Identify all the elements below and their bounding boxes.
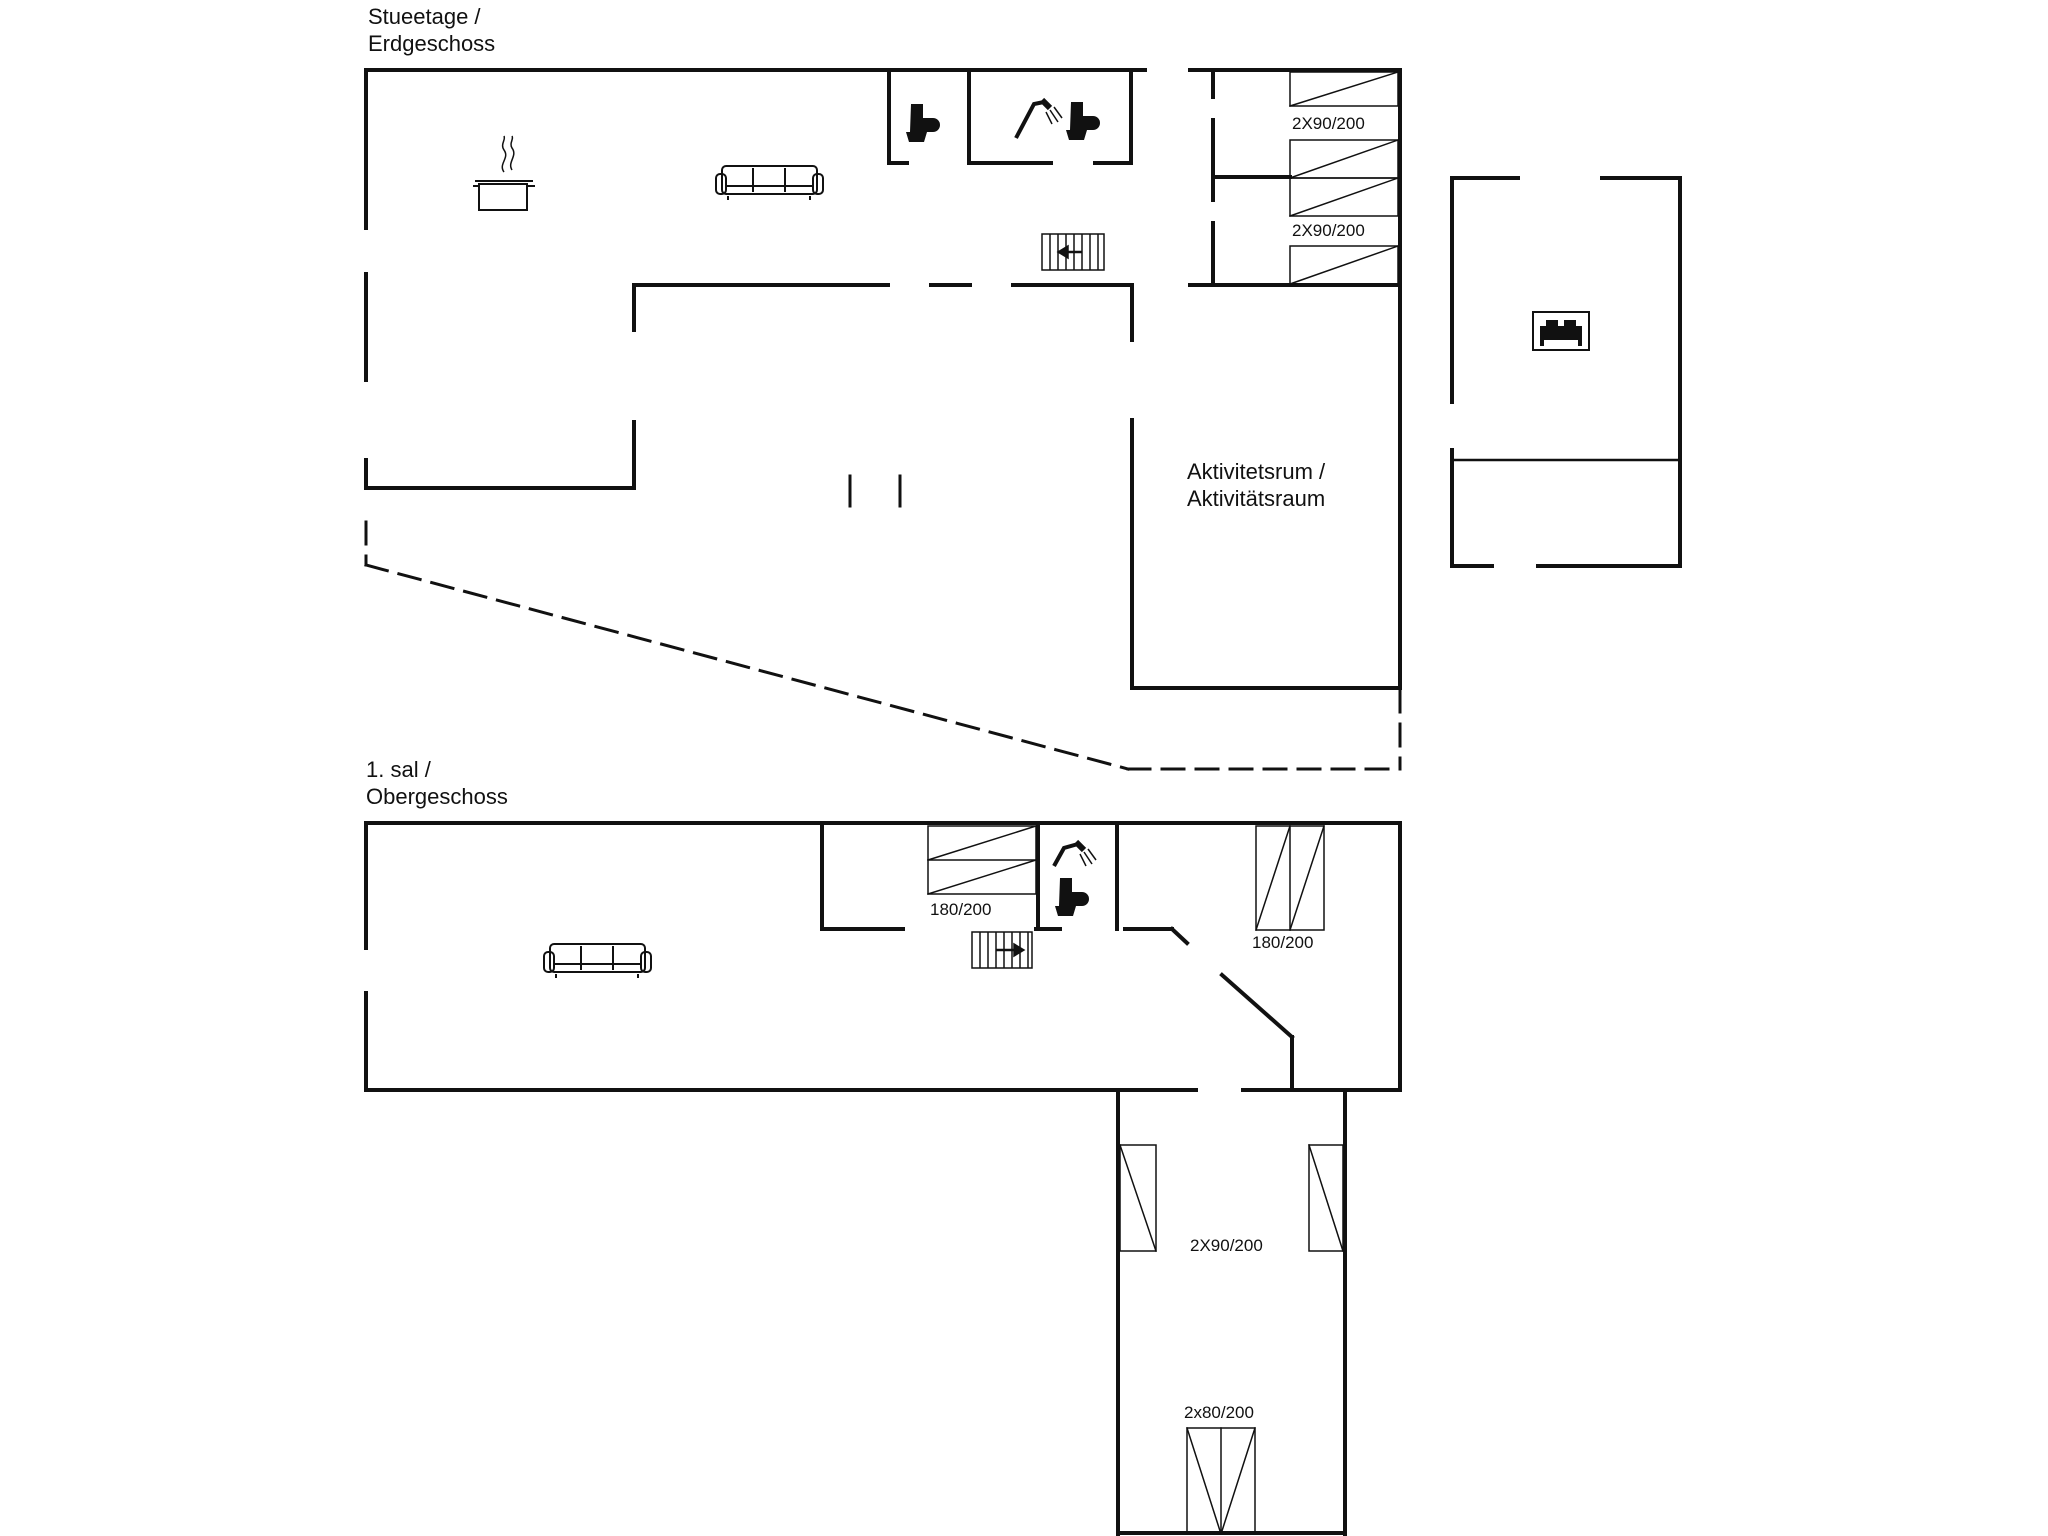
ground-floor-title-line1: Stueetage / [368,4,481,29]
ground-floor-walls [364,68,1402,690]
bed-icon [1532,311,1590,351]
ground-floor-title: Stueetage / Erdgeschoss [368,4,495,58]
bed-label-wing-bottom: 2x80/200 [1184,1403,1254,1422]
activity-room-label-line2: Aktivitätsraum [1187,485,1326,511]
toilet-icon [906,104,940,142]
first-floor-title-line2: Obergeschoss [366,783,508,809]
activity-room-label-line1: Aktivitetsrum / [1187,459,1326,484]
shower-icon [1014,97,1063,139]
annex-walls [1450,176,1682,568]
bed-label-first-small: 180/200 [930,900,992,919]
bed-label-wing-middle: 2X90/200 [1190,1236,1263,1255]
stairs-icon [971,931,1033,969]
ground-beds [1289,71,1399,285]
toilet-icon [1066,102,1100,140]
first-floor-title: 1. sal / Obergeschoss [366,757,508,811]
sofa-icon [543,943,652,978]
stairs-icon [1041,233,1105,271]
bed-label-first-right: 180/200 [1252,933,1314,952]
stove-icon [473,135,535,211]
bed-label-ground-a: 2X90/200 [1292,114,1365,133]
shower-icon [1052,839,1097,867]
first-floor-walls [364,821,1402,1536]
first-floor-title-line1: 1. sal / [366,757,431,782]
activity-room-label: Aktivitetsrum / Aktivitätsraum [1187,459,1325,513]
terrace-outline [364,520,1402,771]
toilet-icon [1055,878,1089,916]
bed-label-ground-b: 2X90/200 [1292,221,1365,240]
sofa-icon [715,165,824,200]
first-floor-beds [927,825,1344,1535]
ground-floor-title-line2: Erdgeschoss [368,30,496,56]
